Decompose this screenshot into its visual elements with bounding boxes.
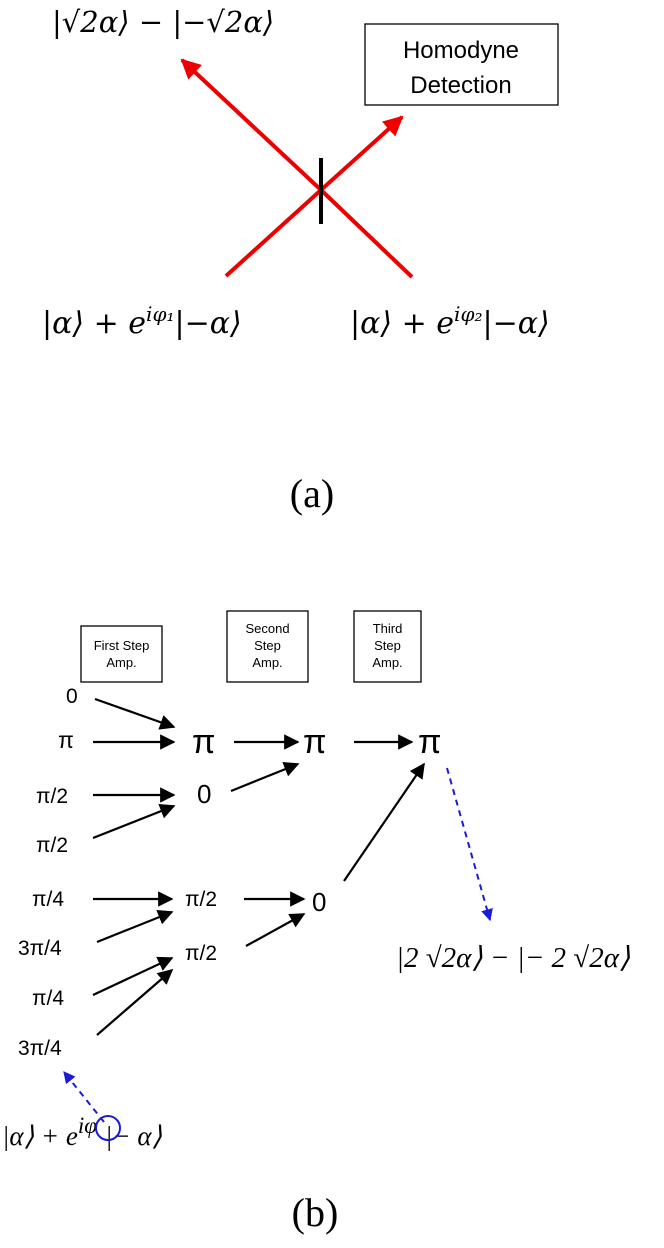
arrow-pi2b-to-0	[92, 803, 176, 840]
caption-b: (b)	[292, 1190, 339, 1235]
second-step-box	[226, 610, 309, 683]
stage2-arrows	[230, 734, 306, 947]
beam-output-left	[180, 58, 323, 192]
final-output-pi: π	[418, 723, 441, 761]
detector-label-line1: Homodyne	[403, 37, 519, 64]
stage1-output-pi2-a: π/2	[185, 888, 217, 911]
stage2-output-pi: π	[303, 723, 326, 761]
panel-b: First Step Amp. Second Step Amp. Third S…	[2, 610, 630, 1235]
caption-a: (a)	[290, 471, 334, 516]
stage3-arrows	[343, 734, 425, 882]
stage1-output-0: 0	[197, 779, 211, 809]
input-phase-4: π/2	[36, 834, 68, 857]
stage1-output-pi: π	[192, 723, 215, 761]
arrow-pi4b-to-pi2	[92, 956, 174, 996]
first-step-box	[80, 625, 163, 683]
input-state-2: |α⟩ + eiφ₂|−α⟩	[350, 302, 550, 341]
third-step-line3: Amp.	[372, 655, 402, 670]
input-state-b: |α⟩ + eiφ|− α⟩	[2, 1113, 163, 1151]
detector-label-line2: Detection	[410, 72, 511, 99]
arrow-3pi4b-to-pi2	[96, 968, 174, 1036]
input-phase-8: 3π/4	[18, 1037, 62, 1060]
second-step-line3: Amp.	[252, 655, 282, 670]
arrow-pi2b-to-0-2	[245, 913, 306, 947]
second-step-line2: Step	[254, 638, 281, 653]
arrow-0-to-final	[343, 762, 425, 882]
first-step-line2: Amp.	[106, 655, 136, 670]
first-step-line1: First Step	[94, 638, 150, 653]
third-step-box	[353, 610, 422, 683]
beam-input-left	[224, 188, 323, 278]
phase-highlight-circle	[95, 1115, 121, 1141]
second-step-line1: Second	[245, 621, 289, 636]
third-step-line1: Third	[373, 621, 403, 636]
beam-input-right	[319, 188, 414, 279]
dashed-output-arrow	[446, 767, 493, 922]
input-state-1: |α⟩ + eiφ₁|−α⟩	[42, 302, 242, 341]
stage1-output-pi2-b: π/2	[185, 942, 217, 965]
input-phase-5: π/4	[32, 888, 64, 911]
third-step-line2: Step	[374, 638, 401, 653]
input-phase-2: π	[58, 727, 74, 753]
homodyne-detector-box	[364, 23, 559, 106]
input-phase-6: 3π/4	[18, 937, 62, 960]
input-phase-7: π/4	[32, 987, 64, 1010]
arrow-0-to-pi-2	[230, 762, 300, 793]
beam-output-right	[319, 115, 404, 192]
result-state: |2 √2α⟩ − |− 2 √2α⟩	[396, 942, 630, 974]
input-phase-1: 0	[66, 685, 78, 708]
arrow-0-to-pi	[94, 697, 176, 730]
stage1-arrows	[92, 697, 176, 1036]
stage2-output-0: 0	[312, 887, 326, 917]
output-state-label: |√2α⟩ − |−√2α⟩	[52, 5, 274, 39]
panel-a: |√2α⟩ − |−√2α⟩ Homodyne Detection |α⟩ + …	[42, 5, 559, 516]
input-phase-3: π/2	[36, 785, 68, 808]
arrow-3pi4a-to-pi2	[96, 909, 174, 944]
